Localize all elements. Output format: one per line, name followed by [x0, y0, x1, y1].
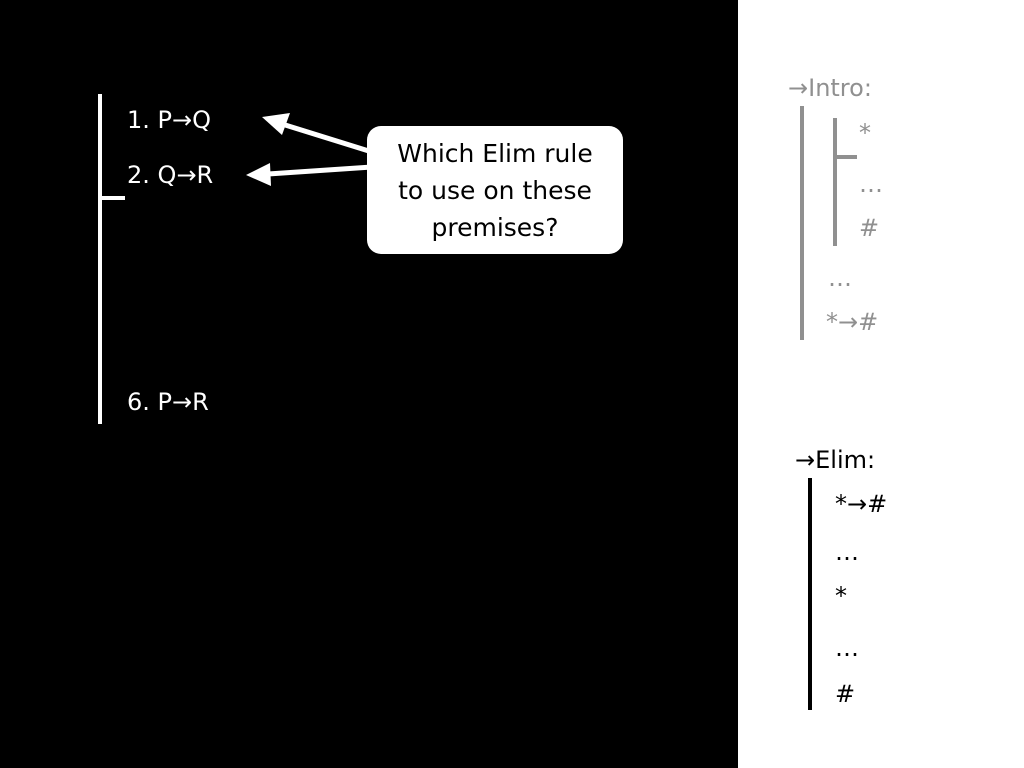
elim-antecedent: * — [835, 582, 847, 610]
premise-divider — [98, 196, 125, 200]
intro-assumption: * — [859, 119, 871, 147]
elim-rule-title: →Elim: — [795, 446, 876, 474]
intro-outer-scope-line — [800, 106, 804, 340]
callout-line-1: Which Elim rule — [397, 138, 593, 168]
intro-dots: … — [828, 264, 852, 292]
elim-consequent: # — [835, 680, 856, 708]
callout-line-3: premises? — [431, 212, 559, 242]
elim-scope-line — [808, 478, 812, 710]
proof-line-2: 2. Q→R — [127, 161, 213, 189]
intro-conclusion: *→# — [826, 308, 879, 336]
intro-inner-dots: … — [859, 170, 883, 198]
proof-area: 1. P→Q 2. Q→R 6. P→R Which Elim rule to … — [98, 94, 623, 424]
elim-dots-1: … — [835, 538, 859, 566]
arrow-head-2 — [246, 163, 271, 186]
formula: P→R — [157, 388, 209, 416]
callout-line-2: to use on these — [398, 175, 592, 205]
proof-line-1: 1. P→Q — [127, 106, 211, 134]
arrow-to-line-2 — [267, 164, 373, 177]
question-callout: Which Elim rule to use on these premises… — [367, 126, 623, 254]
intro-inner-result: # — [859, 214, 880, 242]
proof-line-6: 6. P→R — [127, 388, 209, 416]
rules-panel: →Intro: * … # … *→# →Elim: *→# … * … # — [738, 0, 1024, 768]
elim-conditional: *→# — [835, 490, 888, 518]
line-number: 6. — [127, 388, 150, 416]
proof-scope-line — [98, 94, 102, 424]
callout-arrows — [246, 113, 373, 186]
formula: Q→R — [157, 161, 214, 189]
elim-dots-2: … — [835, 634, 859, 662]
intro-inner-scope-line — [833, 118, 837, 246]
arrow-to-line-1 — [281, 121, 373, 155]
line-number: 2. — [127, 161, 150, 189]
arrow-head-1 — [262, 113, 290, 135]
line-number: 1. — [127, 106, 150, 134]
callout-text: Which Elim rule to use on these premises… — [397, 135, 592, 246]
intro-inner-divider — [833, 155, 857, 159]
formula: P→Q — [157, 106, 212, 134]
intro-rule-title: →Intro: — [788, 74, 872, 102]
